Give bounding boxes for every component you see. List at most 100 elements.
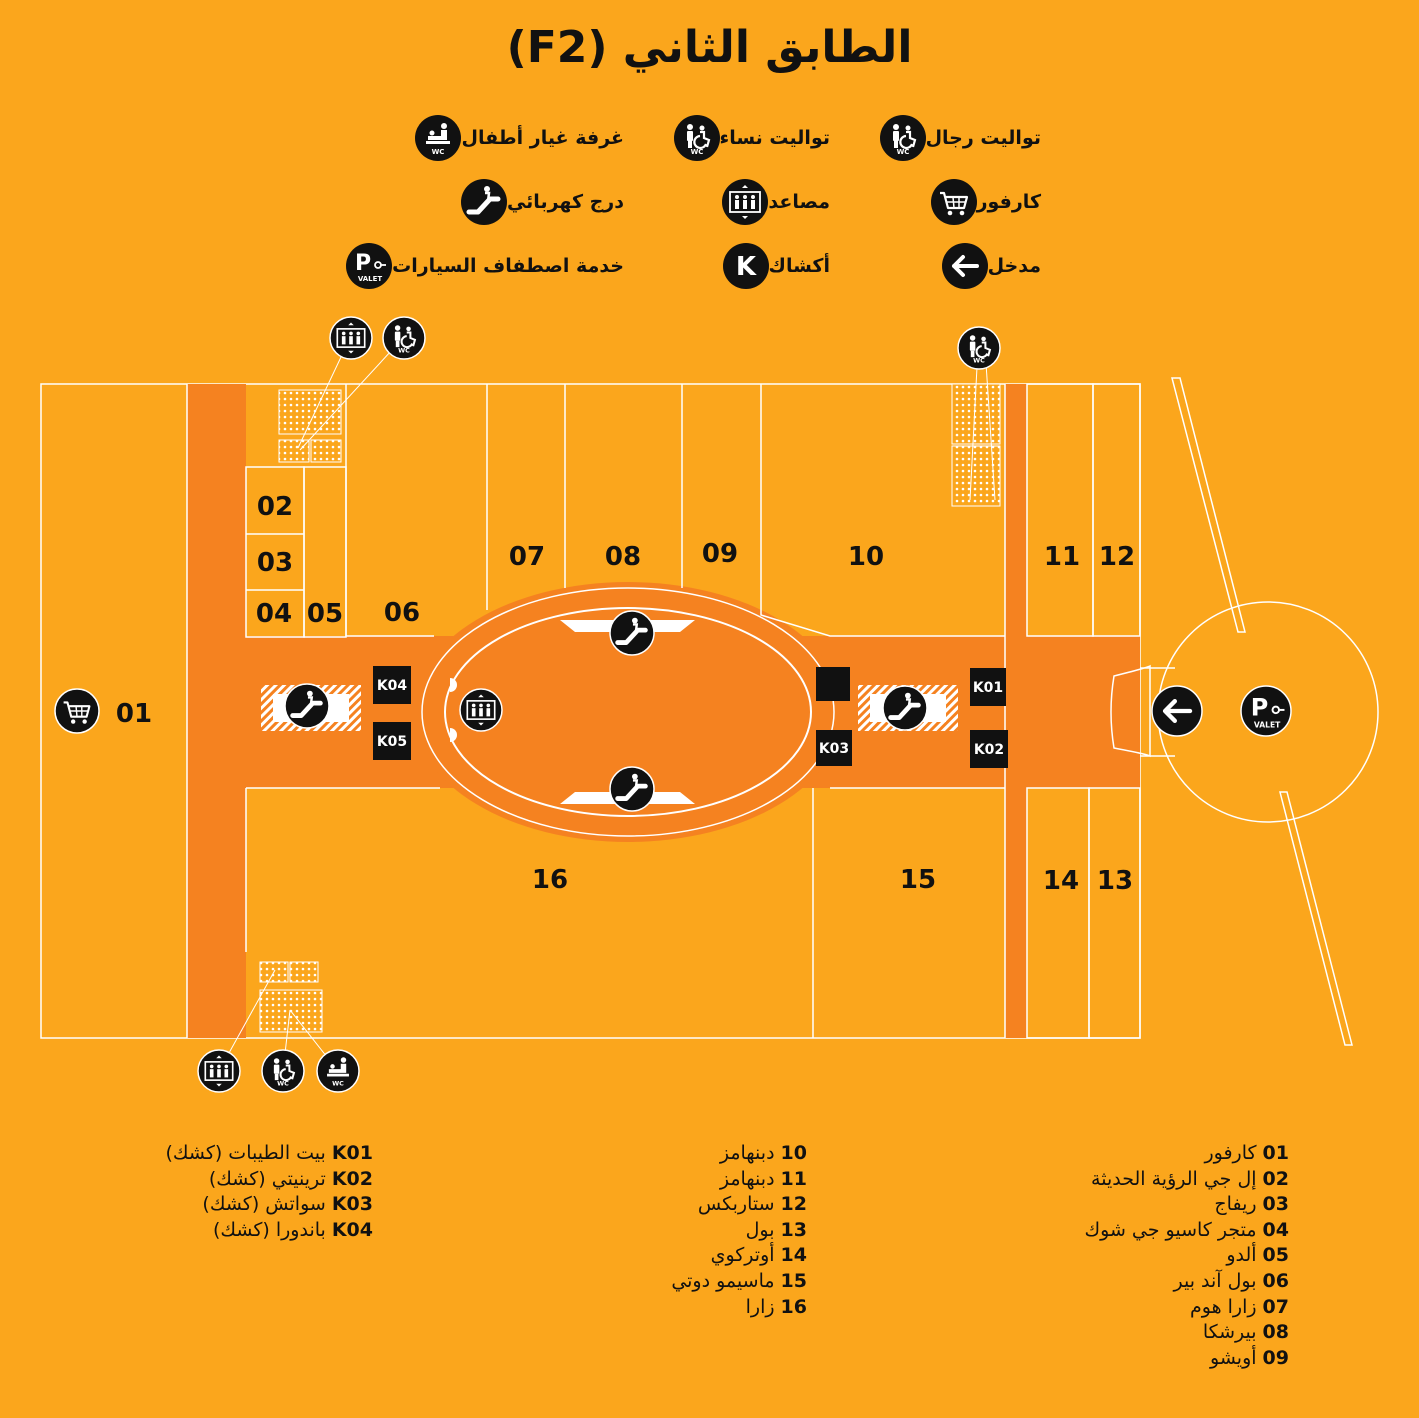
legend-label: درج كهربائي: [506, 191, 624, 213]
escalator-icon: [284, 683, 330, 729]
directory-code: K02: [331, 1167, 373, 1190]
directory-code: 16: [780, 1295, 807, 1318]
directory-row: 15ماسيمو دوتي: [671, 1269, 807, 1295]
unit-label-16: 16: [532, 865, 568, 895]
unit-label-06: 06: [384, 598, 420, 628]
unit-label-13: 13: [1097, 866, 1133, 896]
kiosk-label: K01: [973, 680, 1003, 696]
atrium-detail: [450, 678, 457, 692]
page-title: الطابق الثاني (F2): [506, 22, 913, 73]
directory-code: K03: [331, 1193, 373, 1216]
directory-name: كارفور: [1204, 1142, 1257, 1164]
directory-name: بيرشكا: [1202, 1321, 1257, 1344]
elevator-icon: [197, 1049, 241, 1093]
svg-text:WC: WC: [896, 148, 909, 156]
directory-row: 14أوتركوي: [671, 1243, 807, 1269]
legend-item: مدخل: [930, 243, 1041, 289]
wc-mixed-icon: WC: [382, 316, 426, 360]
directory-row: 10دبنهامز: [671, 1141, 807, 1167]
directory-code: 07: [1262, 1295, 1289, 1318]
legend-label: أكشاك: [768, 255, 830, 277]
entrance-arrow-icon: [1151, 685, 1203, 737]
directory-code: 05: [1262, 1244, 1289, 1267]
svg-text:K: K: [735, 252, 756, 282]
legend-label: غرفة غيار أطفال: [461, 127, 624, 149]
directory-name: متجر كاسيو جي شوك: [1084, 1218, 1257, 1241]
kiosk-k04: [373, 666, 411, 704]
directory-col-3: K01بيت الطيبات (كشك)K02ترينيتي (كشك)K03س…: [165, 1141, 373, 1243]
directory-code: 11: [780, 1167, 807, 1190]
directory-name: بول آند بير: [1173, 1269, 1257, 1292]
entrance-arrow-icon: [941, 243, 988, 289]
directory-name: سواتش (كشك): [202, 1193, 326, 1216]
atrium: [444, 607, 812, 817]
directory-name: بيت الطيبات (كشك): [165, 1142, 326, 1164]
directory-name: بول: [745, 1218, 775, 1241]
directory-row: 06بول آند بير: [1084, 1269, 1290, 1295]
store-outlines: [186, 383, 1141, 1039]
directory-code: 15: [780, 1269, 807, 1292]
unit-label-04: 04: [256, 599, 292, 629]
directory-code: 13: [780, 1218, 807, 1241]
legend-label: مدخل: [987, 255, 1041, 277]
directory-row: 05ألدو: [1084, 1243, 1289, 1269]
kiosk-k05: [373, 722, 411, 760]
unit-label-10: 10: [848, 542, 884, 572]
directory-code: K01: [331, 1142, 373, 1164]
escalator-icon: [460, 179, 507, 225]
unit-label-14: 14: [1043, 866, 1079, 896]
directory-row: 01كارفور: [1084, 1141, 1289, 1167]
legend-label: خدمة اصطفاف السيارات: [392, 255, 624, 277]
unit-label-07: 07: [509, 542, 545, 572]
directory-code: K04: [331, 1218, 373, 1241]
directory-row: 13بول: [671, 1218, 807, 1244]
cart-icon: [54, 688, 100, 734]
svg-text:WC: WC: [432, 148, 445, 156]
wc-men-icon: WC: [879, 115, 926, 161]
kiosk-label: K03: [819, 741, 849, 757]
legend-label: تواليت نساء: [719, 127, 831, 149]
directory-code: 08: [1262, 1321, 1289, 1344]
directory-name: أويشو: [1210, 1346, 1257, 1369]
legend-item: كارفور: [919, 179, 1041, 225]
baby-change-icon: WC: [316, 1049, 360, 1093]
svg-text:WC: WC: [973, 357, 985, 365]
directory-row: 07زارا هوم: [1084, 1295, 1289, 1321]
svg-text:WC: WC: [398, 347, 410, 355]
escalator-icon: [882, 685, 928, 731]
directory-name: باندورا (كشك): [212, 1218, 326, 1241]
unit-label-03: 03: [257, 548, 293, 578]
legend-label: مصاعد: [768, 191, 830, 213]
directory-code: 12: [780, 1193, 807, 1216]
legend-item: K أكشاك: [711, 243, 830, 289]
svg-text:P: P: [1251, 693, 1269, 721]
directory-name: ألدو: [1226, 1244, 1257, 1267]
directory-name: أوتركوي: [710, 1244, 775, 1267]
directory-name: ترينيتي (كشك): [208, 1167, 326, 1190]
wc-women-icon: WC: [673, 115, 720, 161]
directory-code: 02: [1262, 1167, 1289, 1190]
directory-code: 04: [1262, 1218, 1289, 1241]
directory-code: 03: [1262, 1193, 1289, 1216]
unit-label-11: 11: [1044, 542, 1080, 572]
directory-row: 03ريفاج: [1084, 1192, 1289, 1218]
directory-name: دبنهامز: [719, 1167, 775, 1190]
wc-blocks: [259, 383, 1001, 1033]
kiosk-k02: [970, 730, 1008, 768]
svg-text:WC: WC: [690, 148, 703, 156]
legend-label: تواليت رجال: [925, 127, 1041, 149]
directory-row: 02إل جي الرؤية الحديثة: [1084, 1167, 1289, 1193]
wc-mixed-icon: WC: [261, 1049, 305, 1093]
unit-label-08: 08: [605, 542, 641, 572]
kiosk-k01: [970, 668, 1006, 706]
directory-row: 16زارا: [671, 1295, 807, 1321]
escalator-icon: [609, 766, 655, 812]
kiosk-label: K02: [974, 742, 1004, 758]
svg-text:WC: WC: [332, 1080, 344, 1088]
